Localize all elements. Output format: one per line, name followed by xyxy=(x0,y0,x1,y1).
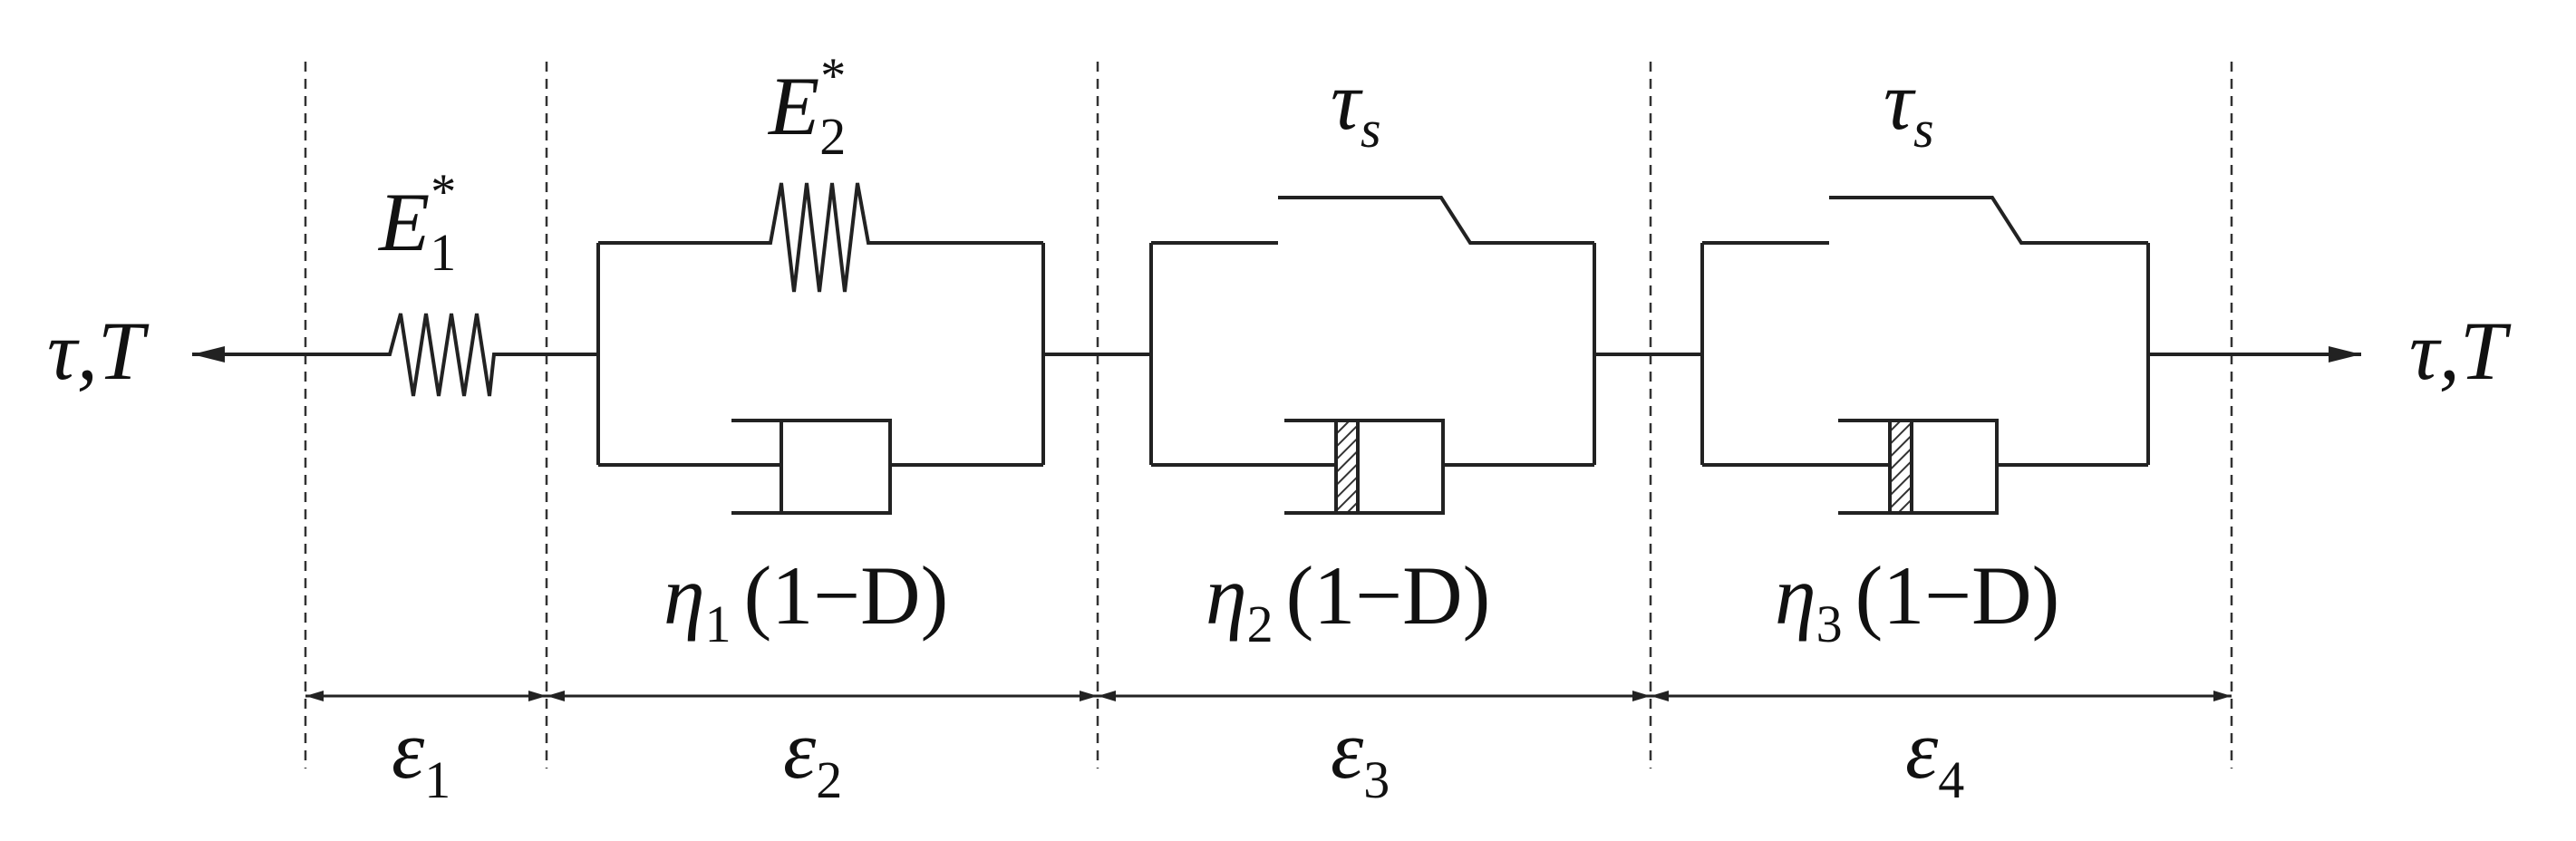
strain-label-4: ε4 xyxy=(1905,703,1964,809)
dashpot-1-label: η1(1−D) xyxy=(663,549,948,653)
dashpot-2 xyxy=(1151,419,1594,515)
plastic-unit-2 xyxy=(1149,196,1596,515)
dashpot-3-label: η3(1−D) xyxy=(1775,549,2059,653)
dashpot-3 xyxy=(1702,419,2148,515)
section-dividers xyxy=(304,62,2233,768)
kelvin-voigt-unit-1 xyxy=(596,182,1045,515)
plastic-unit-3 xyxy=(1700,196,2150,515)
slider-2-label: τs xyxy=(1884,54,1934,159)
strain-label-1: ε1 xyxy=(392,703,450,809)
strain-label-2: ε2 xyxy=(783,703,842,809)
load-label-right: τ,T xyxy=(2409,304,2512,397)
spring-e2-label: E2* xyxy=(767,48,846,166)
spring-e1-label: E1* xyxy=(377,164,456,282)
strain-label-3: ε3 xyxy=(1331,703,1390,809)
load-label-left: τ,T xyxy=(47,304,150,397)
spring-e2 xyxy=(598,182,1043,293)
dashpot-2-label: η2(1−D) xyxy=(1206,549,1490,653)
slider-1 xyxy=(1278,196,1594,245)
spring-e1 xyxy=(388,313,598,397)
dashpot-1 xyxy=(598,419,1043,515)
slider-1-label: τs xyxy=(1331,54,1381,159)
slider-2 xyxy=(1829,196,2148,245)
